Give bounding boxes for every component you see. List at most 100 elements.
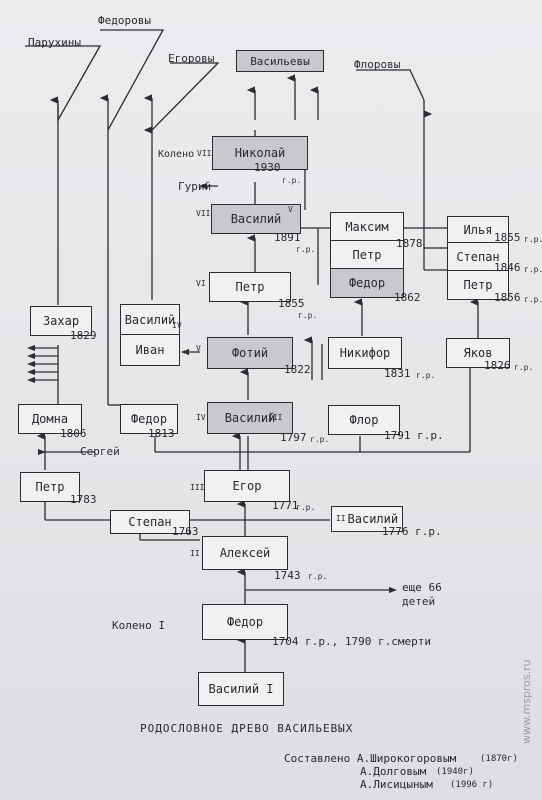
person-petr-3-year: 1783 bbox=[70, 493, 97, 506]
eshe-66-label: еще 66 bbox=[402, 581, 442, 594]
person-zahar: Захар bbox=[30, 306, 92, 336]
person-vasiliy-2-year: 1776 г.р. bbox=[382, 525, 442, 538]
person-nikifor: Никифор bbox=[328, 337, 402, 369]
family-vasilevy-box: Васильевы bbox=[236, 50, 324, 72]
person-ilya: Илья bbox=[448, 217, 508, 243]
person-vasiliy-2: II Василий bbox=[331, 506, 403, 532]
person-aleksei-name: Алексей bbox=[219, 546, 271, 560]
person-fotiy-name: Фотий bbox=[231, 346, 269, 360]
person-stepan-i-suffix: г.р. bbox=[524, 265, 542, 274]
person-nikolai-year: 1930 bbox=[254, 161, 281, 174]
generation-2-label: II bbox=[190, 549, 200, 558]
person-petr-3: Петр bbox=[20, 472, 80, 502]
person-maksim: Максим bbox=[331, 213, 403, 241]
person-petr-6-suffix: г.р. bbox=[298, 311, 318, 320]
person-stepan-i: Степан bbox=[448, 243, 508, 271]
compiled-by-year3: (1996 г) bbox=[450, 780, 494, 790]
person-domna-year: 1806 bbox=[60, 427, 87, 440]
koleno-label-1: Колено I bbox=[112, 619, 165, 632]
person-nikolai-suffix: г.р. bbox=[282, 176, 302, 185]
person-vasiliy-3-num: III bbox=[268, 413, 283, 422]
person-vasiliy-5: Василий bbox=[211, 204, 301, 234]
person-petr-6-name: Петр bbox=[235, 280, 265, 294]
person-stepan-2: Степан bbox=[110, 510, 190, 534]
person-yakov: Яков bbox=[446, 338, 510, 368]
watermark: www.mspros.ru bbox=[520, 659, 533, 744]
person-group-vasiliy-ivan: Василий Иван bbox=[120, 304, 180, 366]
family-florovy: Флоровы bbox=[354, 58, 401, 71]
person-vasiliy-4-num: IV bbox=[172, 321, 182, 330]
person-guriy: Гурий bbox=[178, 180, 212, 193]
generation-3-label: III bbox=[190, 483, 205, 492]
person-fotiy: Фотий bbox=[207, 337, 293, 369]
person-stepan-2-name: Степан bbox=[128, 515, 172, 529]
person-ivan: Иван bbox=[135, 343, 165, 357]
diagram-title: РОДОСЛОВНОЕ ДРЕВО ВАСИЛЬЕВЫХ bbox=[140, 722, 354, 735]
person-domna-name: Домна bbox=[31, 412, 69, 426]
person-sergei: Сергей bbox=[80, 445, 120, 458]
compiled-by-line1: Составлено А.Широкогоровым bbox=[284, 752, 457, 765]
person-zahar-year: 1829 bbox=[70, 329, 97, 342]
person-egor-suffix: г.р. bbox=[296, 503, 316, 512]
family-egorovy: Егоровы bbox=[168, 52, 215, 65]
person-egor-year: 1771 bbox=[272, 499, 299, 512]
person-vasiliy-3-suffix: г.р. bbox=[310, 435, 330, 444]
person-zahar-name: Захар bbox=[42, 314, 80, 328]
person-fedor-4-year: 1813 bbox=[148, 427, 175, 440]
person-stepan-2-year: 1763 bbox=[172, 525, 199, 538]
person-flor-year: 1791 г.р. bbox=[384, 429, 444, 442]
person-vasiliy-5-num: V bbox=[288, 205, 293, 214]
person-ilya-suffix: г.р. bbox=[524, 235, 542, 244]
person-petr-i: Петр bbox=[463, 278, 493, 292]
compiled-by-year1: (1870г) bbox=[480, 754, 518, 764]
person-fedor-m-year: 1862 bbox=[394, 291, 421, 304]
person-vasiliy-4: Василий bbox=[121, 305, 179, 335]
person-maksim-year: 1878 bbox=[396, 237, 423, 250]
compiled-by-year2: (1940г) bbox=[436, 767, 474, 777]
compiled-by-line2: А.Долговым bbox=[360, 765, 427, 778]
person-petr-m: Петр bbox=[331, 241, 403, 269]
generation-4-label: IV bbox=[196, 413, 206, 422]
person-group-ilya: Илья Степан Петр bbox=[447, 216, 509, 300]
person-petr-6-year: 1855 bbox=[278, 297, 305, 310]
person-yakov-year: 1826 bbox=[484, 359, 511, 372]
person-vasiliy-3-name: Василий bbox=[224, 411, 276, 425]
person-group-maksim: Максим Петр Федор bbox=[330, 212, 404, 298]
person-aleksei-year: 1743 bbox=[274, 569, 301, 582]
generation-8-label: VIII bbox=[197, 149, 217, 158]
generation-5-label: V bbox=[196, 344, 201, 353]
person-vasiliy-5-name: Василий bbox=[230, 212, 282, 226]
person-fedor-1: Федор bbox=[202, 604, 288, 640]
generation-7-label: VII bbox=[196, 209, 211, 218]
person-domna: Домна bbox=[18, 404, 82, 434]
family-vasilevy: Васильевы bbox=[250, 54, 310, 68]
person-nikifor-year: 1831 bbox=[384, 367, 411, 380]
person-fedor-1-years: 1704 г.р., 1790 г.смерти bbox=[272, 635, 431, 648]
person-aleksei-suffix: г.р. bbox=[308, 572, 328, 581]
person-yakov-name: Яков bbox=[463, 346, 493, 360]
person-nikifor-suffix: г.р. bbox=[416, 371, 436, 380]
person-vasiliy-5-suffix: г.р. bbox=[296, 245, 316, 254]
person-petr-i-year: 1856 bbox=[494, 291, 521, 304]
person-vasiliy-2-name: Василий bbox=[347, 512, 399, 526]
family-fedorovy: Федоровы bbox=[98, 14, 151, 27]
person-nikolai-name: Николай bbox=[234, 146, 286, 160]
person-fedor-4: Федор bbox=[120, 404, 178, 434]
person-vasiliy-5-year: 1891 bbox=[274, 231, 301, 244]
person-yakov-suffix: г.р. bbox=[514, 363, 534, 372]
person-vasiliy-1-name: Василий I bbox=[208, 682, 274, 696]
person-petr-i-suffix: г.р. bbox=[524, 295, 542, 304]
person-fedor-4-name: Федор bbox=[130, 412, 168, 426]
person-petr-3-name: Петр bbox=[35, 480, 65, 494]
person-egor: Егор bbox=[204, 470, 290, 502]
detei-label: детей bbox=[402, 595, 436, 608]
person-stepan-i-year: 1846 bbox=[494, 261, 521, 274]
person-petr-6: Петр bbox=[209, 272, 291, 302]
family-paruhiny: Парухины bbox=[28, 36, 81, 49]
generation-6-label: VI bbox=[196, 279, 206, 288]
person-nikolai: Николай bbox=[212, 136, 308, 170]
person-vasiliy-2-num: II bbox=[335, 514, 346, 523]
person-fotiy-year: 1822 bbox=[284, 363, 311, 376]
